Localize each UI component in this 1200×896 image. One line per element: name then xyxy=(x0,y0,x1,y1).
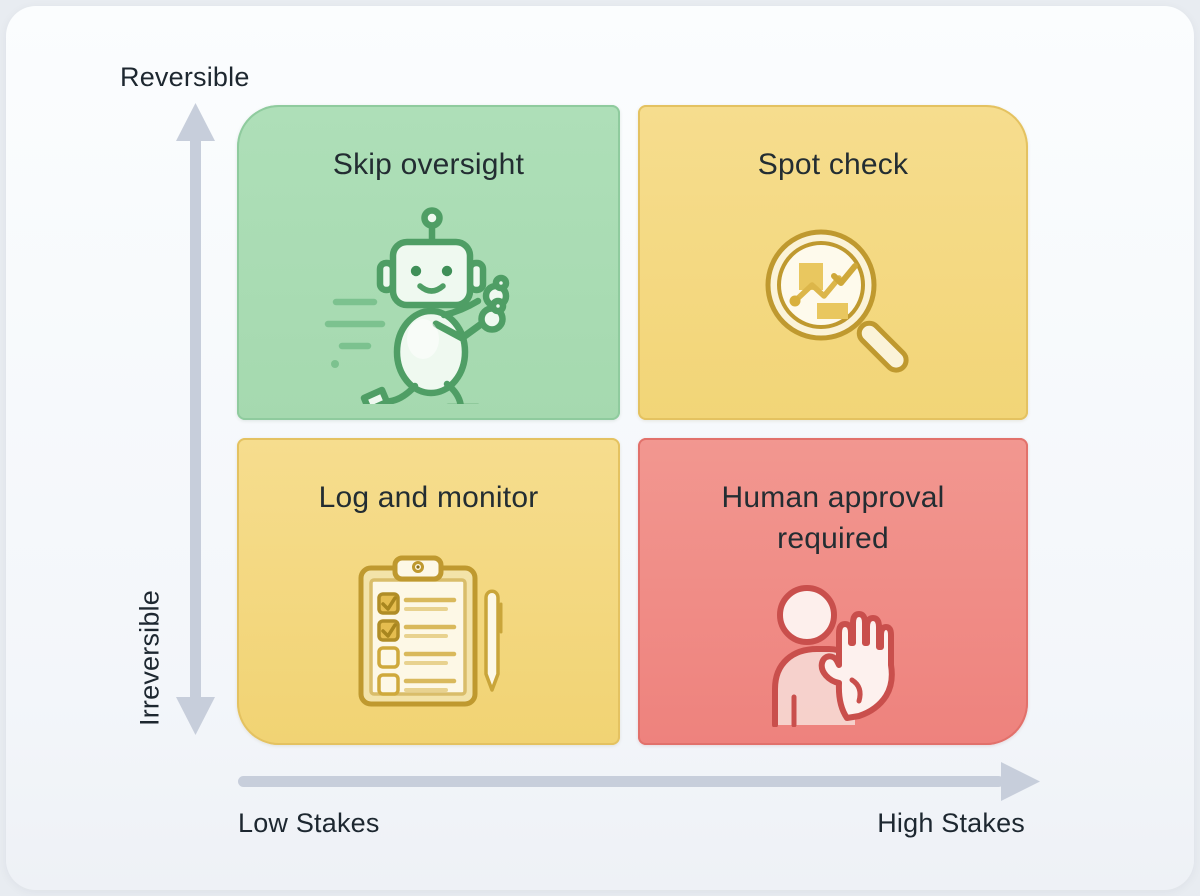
y-axis-shaft xyxy=(190,130,201,708)
magnifier-chart-icon xyxy=(765,229,909,373)
x-axis-arrowhead-right xyxy=(1001,762,1040,801)
quadrant-spot-check: Spot check xyxy=(638,105,1028,420)
y-axis-arrowhead-up xyxy=(176,103,215,141)
quadrant-human-approval: Human approval required xyxy=(638,438,1028,745)
y-axis-label-bottom: Irreversible xyxy=(134,590,165,726)
quadrant-title: Spot check xyxy=(757,148,909,181)
running-robot-icon xyxy=(324,207,509,404)
clipboard-checklist-icon xyxy=(358,555,502,707)
stop-hand-person-icon xyxy=(772,585,895,727)
quadrant-title: Skip oversight xyxy=(332,148,525,181)
quadrant-title: Log and monitor xyxy=(318,481,539,514)
x-axis-shaft xyxy=(238,776,1004,787)
quadrant-skip-oversight: Skip oversight xyxy=(237,105,620,420)
x-axis-label-right: High Stakes xyxy=(877,808,1025,838)
y-axis-label-top: Reversible xyxy=(120,62,250,92)
x-axis-label-left: Low Stakes xyxy=(238,808,380,838)
quadrant-log-and-monitor: Log and monitor xyxy=(237,438,620,745)
y-axis-arrowhead-down xyxy=(176,697,215,735)
matrix-grid: Skip oversight xyxy=(237,105,1028,745)
quadrant-title: Human approval required xyxy=(721,481,945,555)
